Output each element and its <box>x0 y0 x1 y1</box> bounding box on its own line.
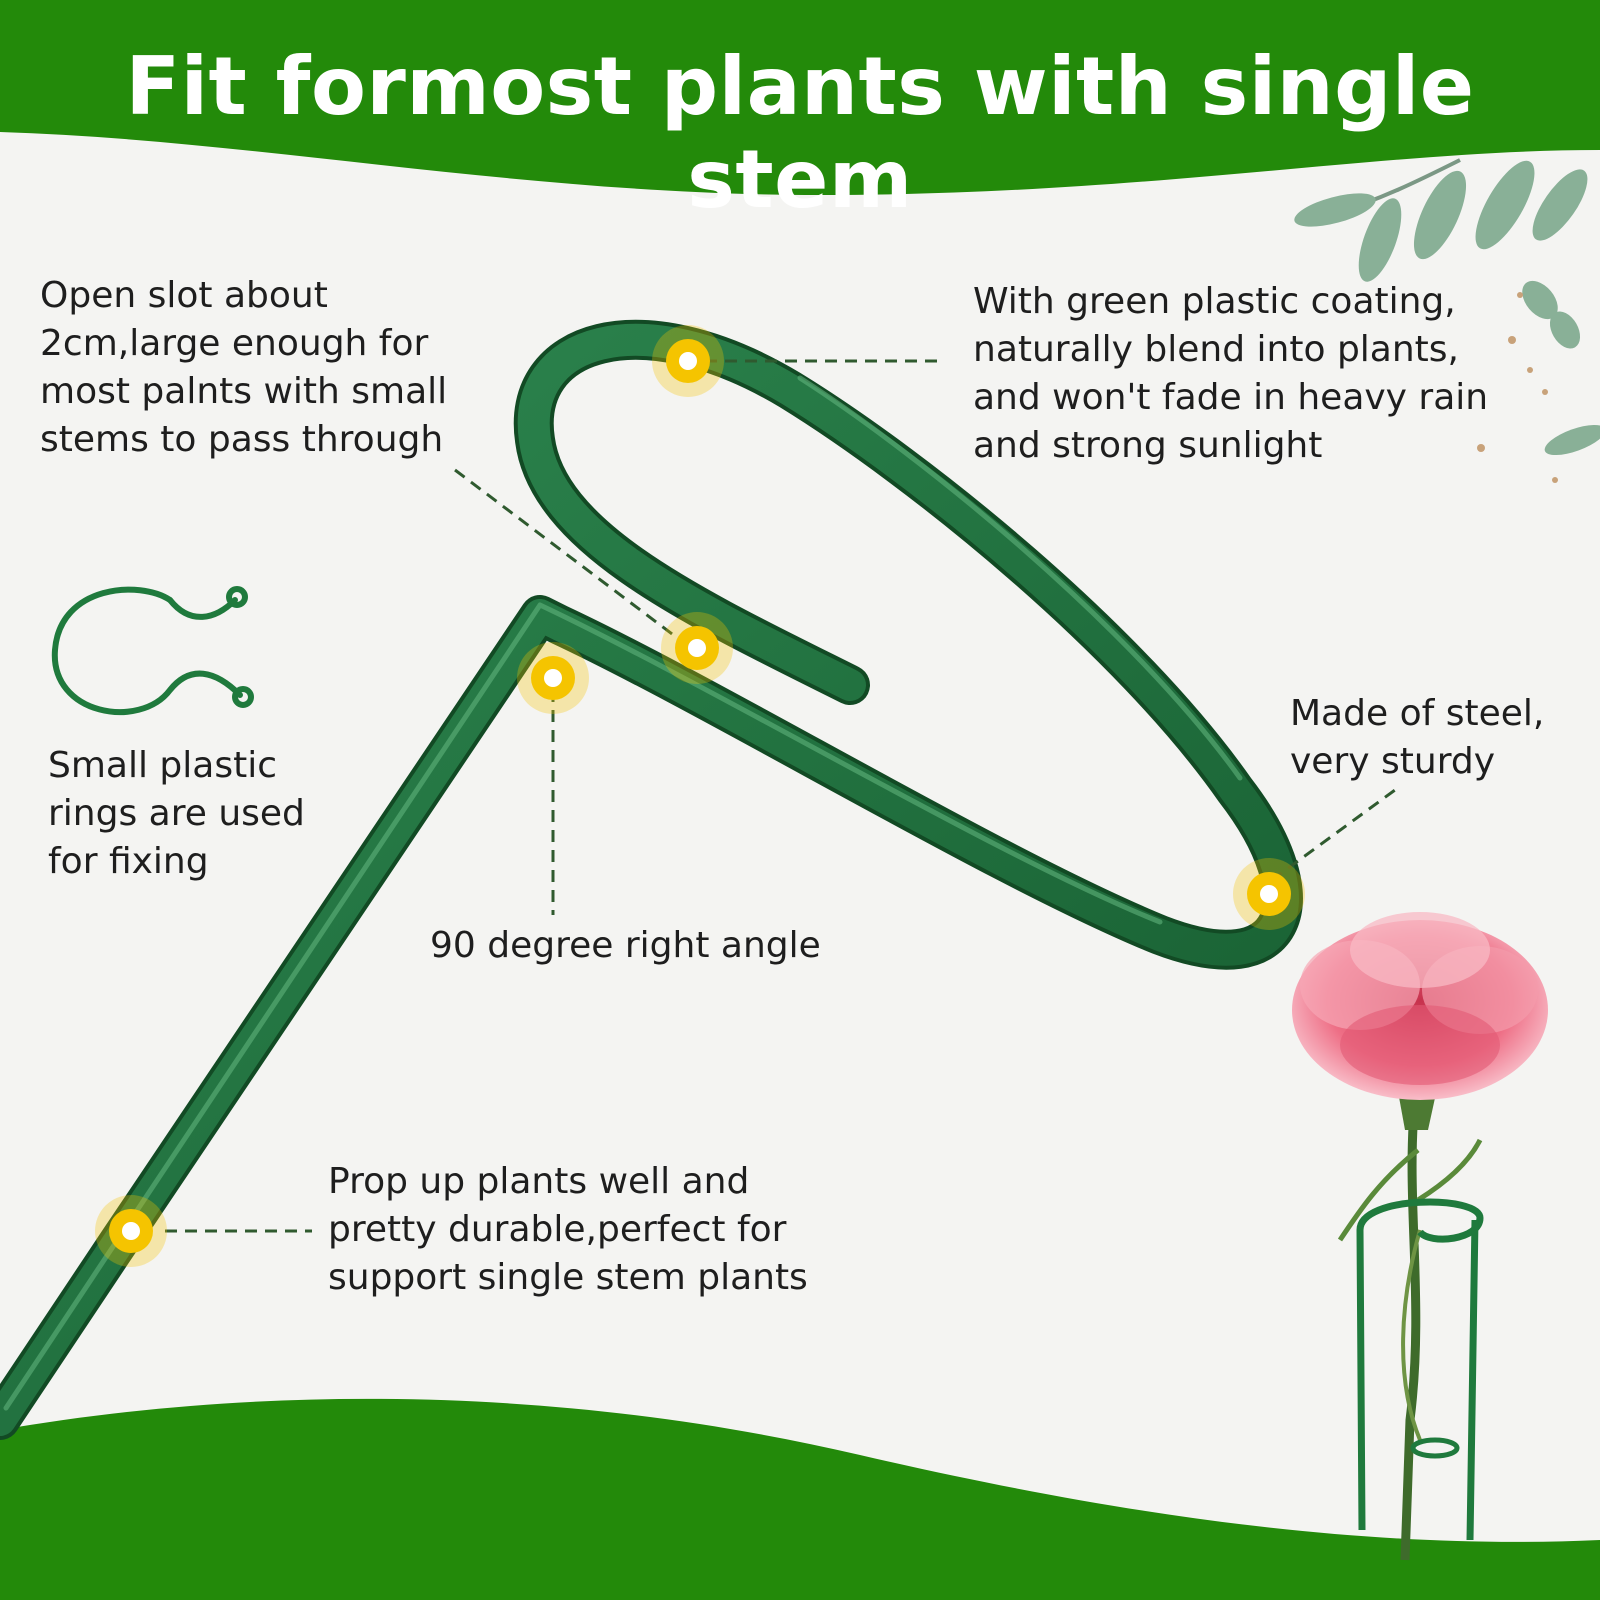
gold-speckles <box>1477 292 1558 483</box>
callout-line: stems to pass through <box>40 419 444 460</box>
callout-line: 90 degree right angle <box>430 925 821 966</box>
callout-line: naturally blend into plants, <box>973 329 1459 370</box>
top-banner <box>0 0 1600 195</box>
callout-coating: With green plastic coating, naturally bl… <box>973 278 1488 470</box>
callout-right-angle: 90 degree right angle <box>430 922 821 970</box>
page-title: Fit formost plants with single stem <box>125 40 1475 226</box>
callout-line: Prop up plants well and <box>328 1161 750 1202</box>
leader-lines <box>165 359 1396 1233</box>
plant-stake <box>0 319 1303 1440</box>
callout-line: most palnts with small <box>40 371 448 412</box>
leaf-branch-icon <box>1294 158 1600 456</box>
callout-line: for fixing <box>48 841 209 882</box>
callout-rings: Small plastic rings are used for fixing <box>48 742 305 886</box>
callout-line: Open slot about <box>40 275 328 316</box>
callout-line: support single stem plants <box>328 1257 808 1298</box>
callout-line: Small plastic <box>48 745 278 786</box>
callout-line: 2cm,large enough for <box>40 323 429 364</box>
callout-line: and won't fade in heavy rain <box>973 377 1489 418</box>
callout-prop-up: Prop up plants well and pretty durable,p… <box>328 1158 808 1302</box>
callout-line: rings are used <box>48 793 305 834</box>
callout-line: pretty durable,perfect for <box>328 1209 787 1250</box>
callout-steel: Made of steel, very sturdy <box>1290 690 1544 786</box>
marker-dot-icon <box>95 325 1305 1267</box>
callout-open-slot: Open slot about 2cm,large enough for mos… <box>40 272 447 464</box>
bottom-banner <box>0 1398 1600 1600</box>
callout-line: Made of steel, <box>1290 693 1545 734</box>
callout-line: With green plastic coating, <box>973 281 1456 322</box>
callout-line: very sturdy <box>1290 741 1496 782</box>
plastic-ring-icon <box>51 586 254 715</box>
callout-line: and strong sunlight <box>973 425 1323 466</box>
carnation-flower-icon <box>1292 912 1548 1561</box>
